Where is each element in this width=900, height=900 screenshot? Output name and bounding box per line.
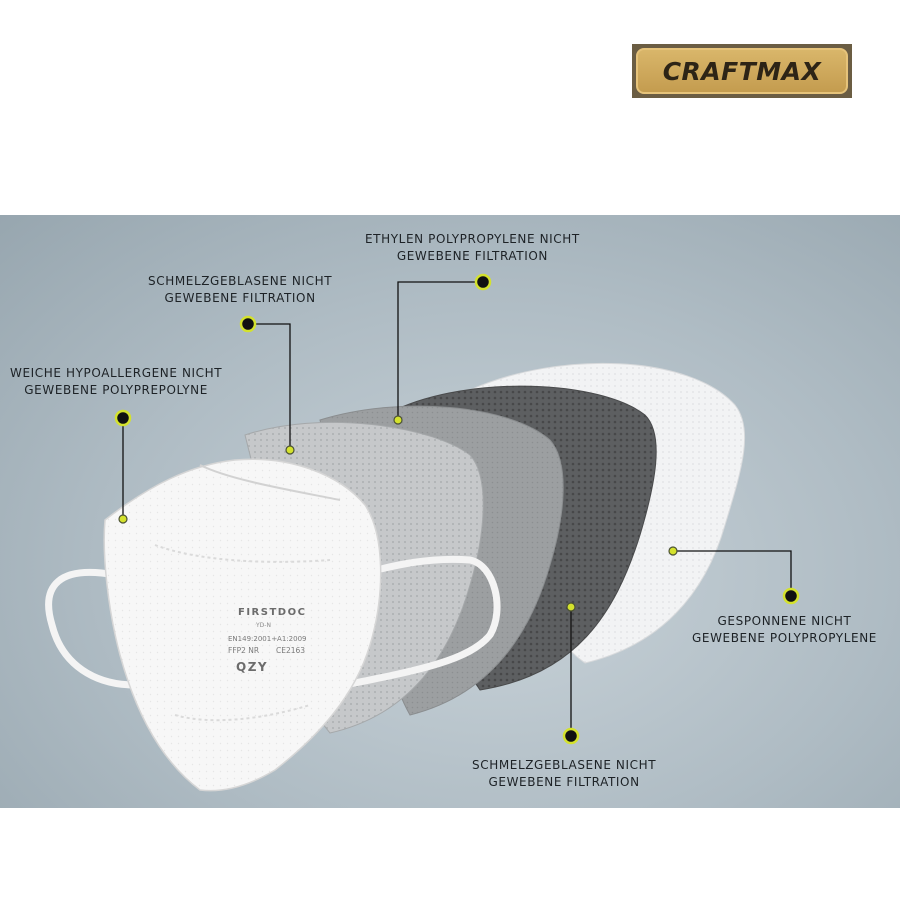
ear-loop-left [45, 568, 139, 689]
marker-dot-meltblown-2 [562, 727, 580, 745]
ear-loop-right [341, 555, 501, 689]
marker-dot-ethylen [474, 273, 492, 291]
mask-layers-panel: FIRSTDOC YD-N EN149:2001+A1:2009 FFP2 NR… [0, 215, 900, 808]
label-spun-line1: GESPONNENE NICHT [717, 614, 852, 628]
connector-spun [673, 550, 792, 596]
anchor-meltblown-2 [566, 602, 576, 612]
connector-meltblown-1 [248, 323, 291, 448]
mask-print-code: QZY [236, 660, 268, 674]
label-meltblown-2-line1: SCHMELZGEBLASENE NICHT [472, 758, 657, 772]
label-outer-layer: WEICHE HYPOALLERGENE NICHT GEWEBENE POLY… [10, 365, 222, 399]
marker-dots-small [118, 415, 678, 612]
label-meltblown-1-line2: GEWEBENE FILTRATION [164, 291, 316, 305]
label-meltblown-1-line1: SCHMELZGEBLASENE NICHT [148, 274, 333, 288]
connector-ethylen [397, 281, 483, 418]
marker-dots-large [114, 273, 800, 745]
front-mask [103, 458, 382, 792]
label-ethylen: ETHYLEN POLYPROPYLENE NICHT GEWEBENE FIL… [365, 231, 580, 265]
anchor-meltblown-1 [285, 445, 295, 455]
label-meltblown-2-line2: GEWEBENE FILTRATION [488, 775, 640, 789]
anchor-outer [118, 514, 128, 524]
mask-fold-top [199, 464, 341, 501]
mask-print-ce: CE2163 [276, 646, 305, 655]
anchor-spun [668, 546, 678, 556]
label-meltblown-1: SCHMELZGEBLASENE NICHT GEWEBENE FILTRATI… [148, 273, 332, 307]
anchor-ethylen [393, 415, 403, 425]
mask-print-class: FFP2 NR [228, 646, 259, 655]
label-spun-line2: GEWEBENE POLYPROPYLENE [692, 631, 877, 645]
label-outer-line1: WEICHE HYPOALLERGENE NICHT [10, 366, 223, 380]
mask-print-model: YD-N [255, 622, 271, 629]
mask-layers-illustration: FIRSTDOC YD-N EN149:2001+A1:2009 FFP2 NR… [45, 273, 800, 792]
mask-print-standard: EN149:2001+A1:2009 [228, 635, 306, 643]
label-ethylen-line2: GEWEBENE FILTRATION [396, 249, 548, 263]
mask-fold-bottom [174, 704, 311, 722]
craftmax-logo: CRAFTMAX [632, 44, 852, 98]
marker-dot-meltblown-1 [239, 315, 257, 333]
label-spun: GESPONNENE NICHT GEWEBENE POLYPROPYLENE [692, 613, 877, 647]
mask-print-brand: FIRSTDOC [238, 607, 306, 618]
marker-dot-outer [114, 409, 132, 427]
logo-badge: CRAFTMAX [636, 48, 848, 94]
label-ethylen-line1: ETHYLEN POLYPROPYLENE NICHT [365, 232, 580, 246]
label-meltblown-2: SCHMELZGEBLASENE NICHT GEWEBENE FILTRATI… [472, 757, 656, 791]
connector-lines [122, 281, 792, 736]
logo-text: CRAFTMAX [662, 56, 822, 86]
mask-fold-center [154, 544, 331, 563]
label-outer-line2: GEWEBENE POLYPREPOLYNE [24, 383, 208, 397]
marker-dot-spun [782, 587, 800, 605]
